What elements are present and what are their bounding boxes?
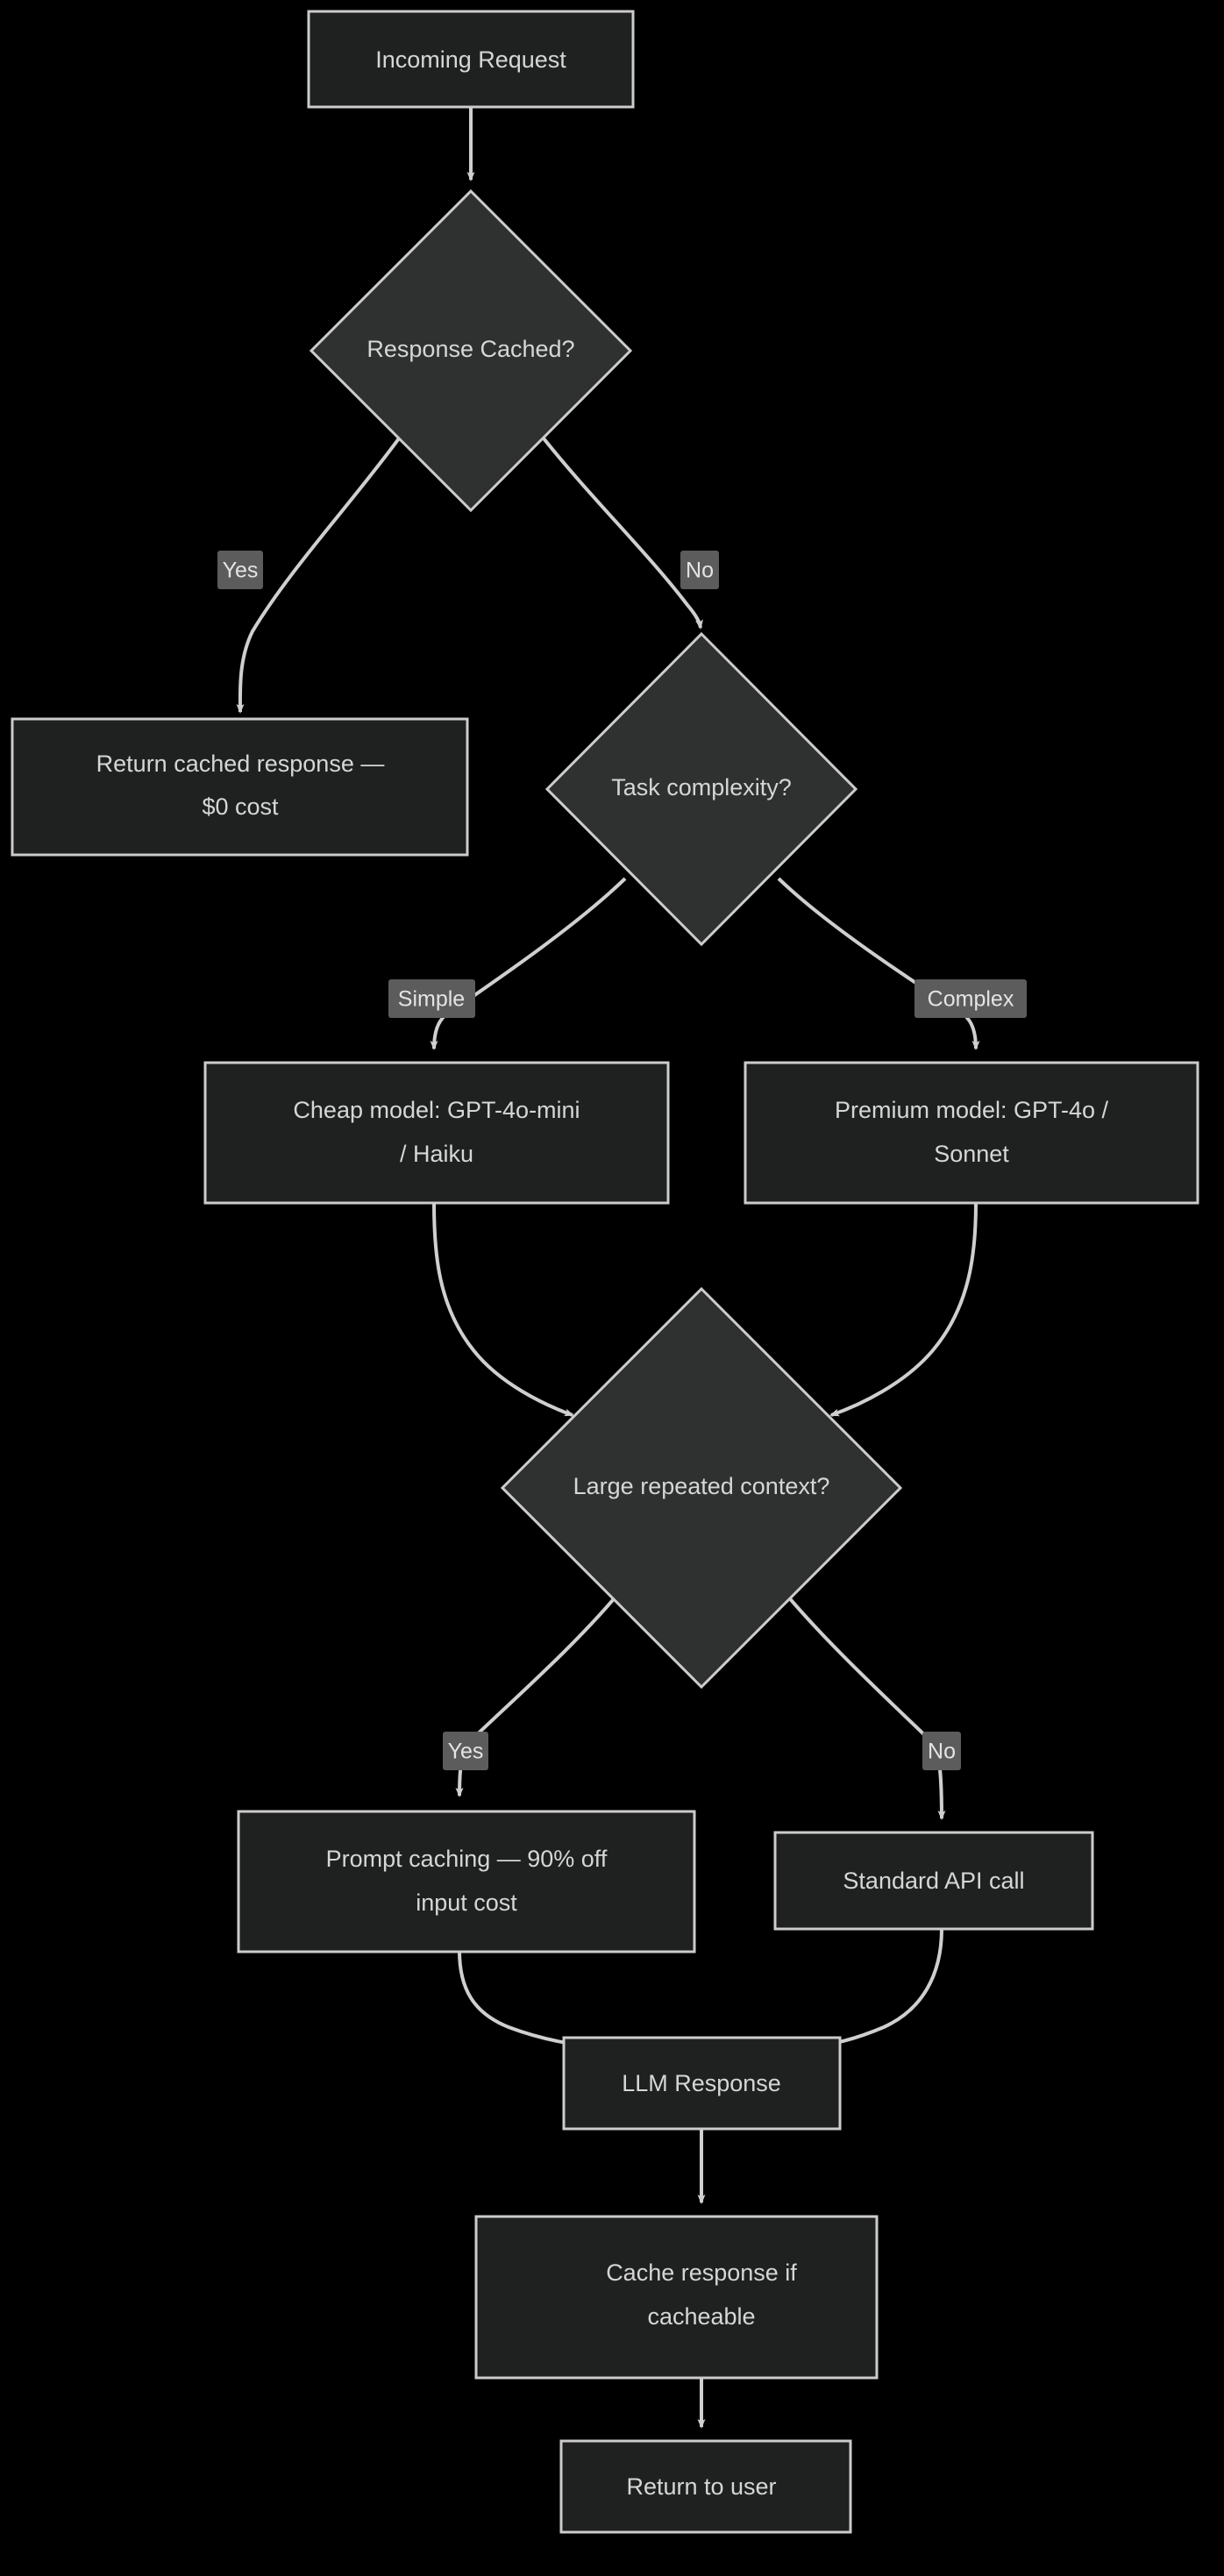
node-llm-response[interactable]: LLM Response	[562, 2036, 842, 2131]
edge-prompt-caching-to-llm	[458, 1950, 594, 2050]
node-prompt-caching-line1: Prompt caching — 90% off	[326, 1846, 608, 1872]
node-standard-api-call[interactable]: Standard API call	[773, 1831, 1094, 1931]
node-return-to-user-label: Return to user	[626, 2473, 776, 2500]
node-return-to-user[interactable]: Return to user	[559, 2439, 852, 2534]
node-large-repeated-context-label: Large repeated context?	[573, 1473, 830, 1499]
node-task-complexity[interactable]: Task complexity?	[544, 631, 858, 947]
node-premium-model-line1: Premium model: GPT-4o /	[835, 1097, 1109, 1123]
node-large-repeated-context[interactable]: Large repeated context?	[500, 1286, 903, 1690]
node-incoming-request-label: Incoming Request	[375, 46, 566, 73]
edge-label-context-no-text: No	[928, 1740, 956, 1764]
node-cheap-model[interactable]: Cheap model: GPT-4o-mini / Haiku	[203, 1061, 670, 1205]
node-response-cached[interactable]: Response Cached?	[309, 189, 633, 513]
edge-label-cached-no-text: No	[686, 559, 714, 583]
edge-labels-layer: Yes No Simple Complex Yes No	[217, 551, 1027, 1770]
edge-label-cached-yes: Yes	[217, 551, 263, 589]
edge-complexity-complex-to-premium	[777, 877, 980, 1050]
edge-premium-to-context	[829, 1202, 978, 1417]
edge-cached-no-to-task-complexity	[542, 437, 703, 630]
node-premium-model[interactable]: Premium model: GPT-4o / Sonnet	[744, 1061, 1199, 1205]
edge-label-complexity-complex: Complex	[914, 979, 1027, 1018]
node-premium-model-line2: Sonnet	[934, 1141, 1009, 1167]
edge-label-cached-yes-text: Yes	[223, 559, 259, 583]
node-cheap-model-line1: Cheap model: GPT-4o-mini	[293, 1097, 580, 1123]
edge-label-context-yes-text: Yes	[448, 1740, 484, 1764]
node-cache-response-line1: Cache response if	[606, 2259, 797, 2286]
node-cache-response[interactable]: Cache response if cacheable	[474, 2215, 879, 2380]
edge-cheap-to-context	[432, 1202, 574, 1417]
node-response-cached-label: Response Cached?	[366, 336, 574, 362]
edge-label-complexity-simple: Simple	[388, 979, 475, 1018]
edge-cached-yes-to-return-cached	[236, 437, 401, 714]
edge-label-cached-no: No	[680, 551, 719, 589]
node-incoming-request[interactable]: Incoming Request	[307, 10, 635, 109]
edge-label-complexity-complex-text: Complex	[928, 987, 1014, 1012]
node-task-complexity-label: Task complexity?	[611, 774, 792, 801]
node-prompt-caching-line2: input cost	[416, 1889, 517, 1916]
edge-label-complexity-simple-text: Simple	[398, 987, 465, 1012]
node-return-cached-response-line1: Return cached response —	[96, 751, 385, 777]
edge-context-no-to-standard-api	[777, 1583, 946, 1820]
node-cache-response-line2: cacheable	[647, 2303, 755, 2330]
node-cheap-model-line2: / Haiku	[400, 1141, 473, 1167]
node-standard-api-call-label: Standard API call	[843, 1868, 1024, 1894]
nodes-layer: Incoming Request Response Cached? Return…	[11, 10, 1199, 2534]
node-prompt-caching[interactable]: Prompt caching — 90% off input cost	[237, 1810, 696, 1953]
edge-standard-api-to-llm	[808, 1928, 943, 2050]
node-return-cached-response[interactable]: Return cached response — $0 cost	[11, 717, 469, 857]
edge-label-context-yes: Yes	[443, 1732, 488, 1770]
edge-complexity-simple-to-cheap	[430, 877, 627, 1050]
node-llm-response-label: LLM Response	[622, 2070, 781, 2096]
node-return-cached-response-line2: $0 cost	[202, 793, 279, 820]
edge-label-context-no: No	[922, 1732, 961, 1770]
